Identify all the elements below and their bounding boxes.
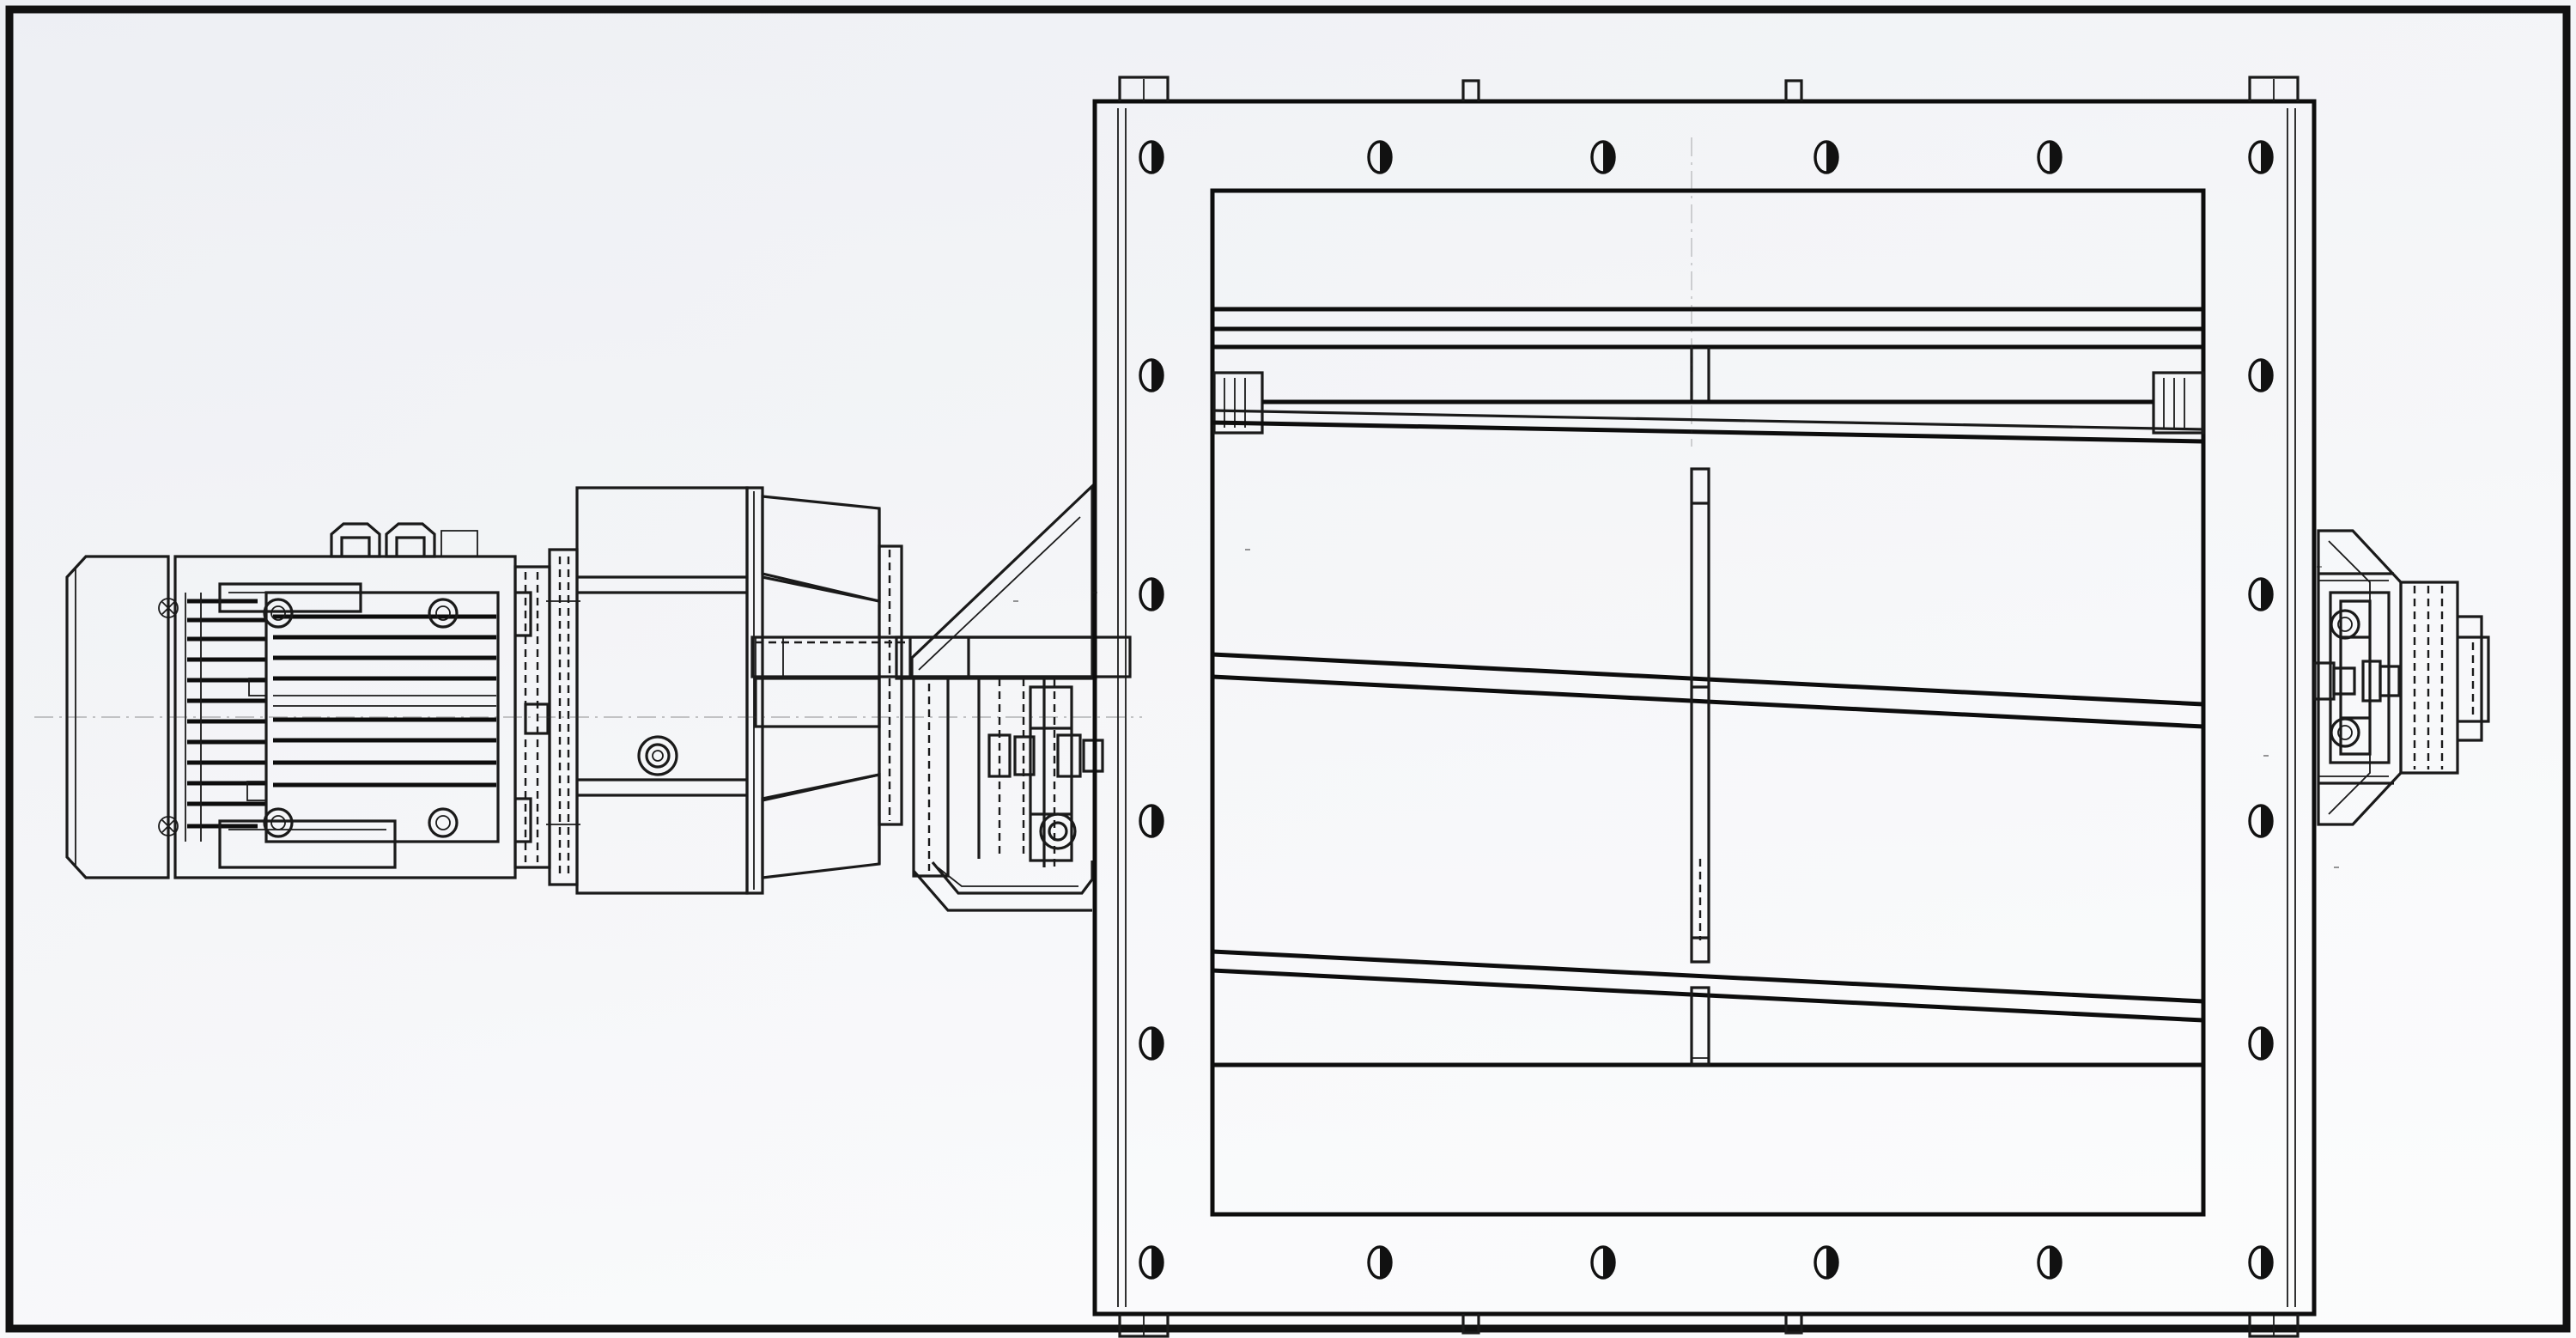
duct-frame: [1092, 76, 2317, 1338]
terminal-box: [218, 582, 397, 869]
bolt-hole: [1814, 1245, 1839, 1280]
drive-motor: [65, 522, 551, 879]
bolt-hole: [1139, 577, 1164, 611]
right-bearing-block: [2313, 529, 2490, 826]
bolt-hole: [1139, 140, 1164, 174]
bolt-hole: [1367, 1245, 1393, 1280]
bolt-hole: [2248, 1026, 2274, 1061]
detail-marks: [1013, 549, 2339, 868]
bolt-hole: [2248, 358, 2274, 392]
flange-bolt-holes-bottom: [1139, 1245, 2274, 1280]
bolt-hole: [1139, 1026, 1164, 1061]
motor-corner-screw-icon: [263, 598, 459, 838]
bolt-hole: [2037, 1245, 2063, 1280]
bolt-hole: [1139, 1245, 1164, 1280]
frame-bottom-tabs: [1118, 1314, 2300, 1338]
flange-bolt-holes-right: [2248, 358, 2274, 1061]
blade-bracket-left-upper: [1212, 371, 1264, 435]
bearing-bolt-icon: [987, 733, 1104, 850]
center-stiffener: [1690, 467, 1710, 1067]
bolt-hole: [2037, 140, 2063, 174]
center-lines: [34, 137, 1692, 718]
bearing-shaft-stub: [2313, 660, 2401, 702]
gearbox: [575, 486, 903, 895]
bolt-hole: [1367, 140, 1393, 174]
damper-blade: [1212, 409, 2204, 444]
pillow-block-bolt-icon: [2330, 609, 2360, 748]
bolt-hole: [1590, 1245, 1616, 1280]
bolt-hole: [1814, 140, 1839, 174]
bolt-hole: [1139, 358, 1164, 392]
fan-cowl-icon: [65, 555, 179, 879]
oil-fill-plug-icon: [637, 735, 678, 776]
flange-bolt-holes-left: [1139, 358, 1164, 1061]
cooling-fins-icon: [185, 593, 266, 842]
bolt-hole: [1590, 140, 1616, 174]
bolt-hole: [1139, 804, 1164, 838]
flange-bolt-holes-top: [1139, 140, 2274, 174]
blade-bracket-right-upper: [2152, 371, 2205, 435]
bolt-hole: [2248, 577, 2274, 611]
frame-top-tabs: [1118, 76, 2300, 101]
blade-assembly: [1210, 188, 2206, 1217]
page-border: [5, 5, 2571, 1333]
bolt-hole: [2248, 1245, 2274, 1280]
bolt-hole: [2248, 804, 2274, 838]
bolt-hole: [2248, 140, 2274, 174]
cable-gland-icon: [330, 522, 478, 558]
